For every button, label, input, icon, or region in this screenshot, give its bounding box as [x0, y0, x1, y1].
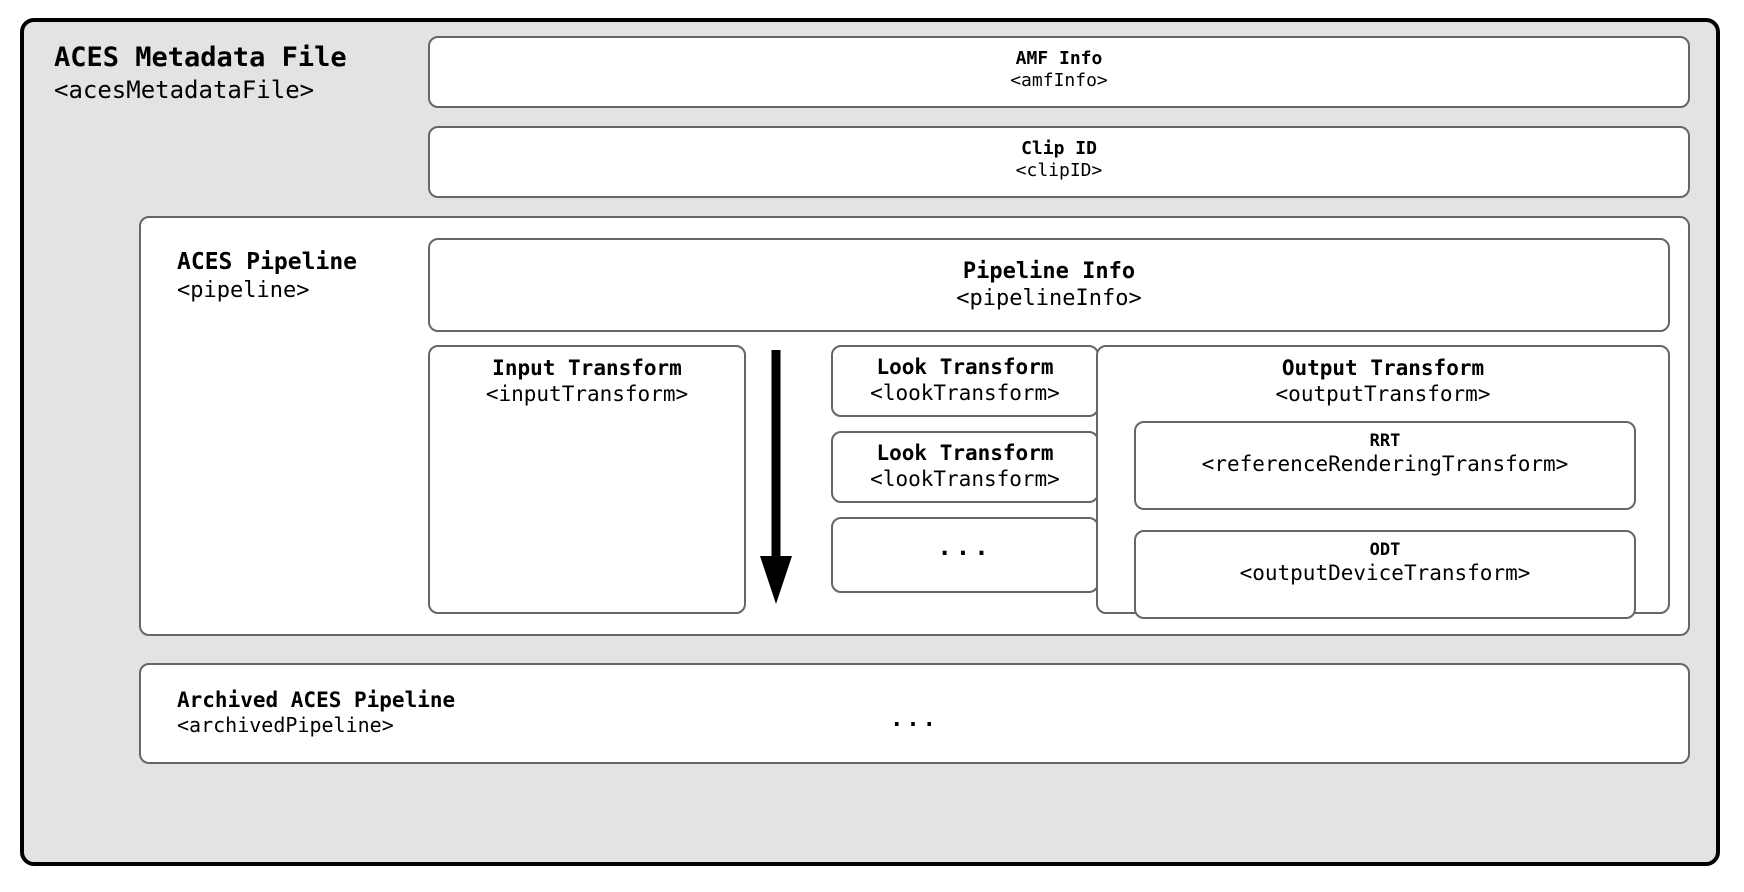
- root-tag: <acesMetadataFile>: [54, 75, 315, 104]
- pipeline-info-content: Pipeline Info <pipelineInfo>: [430, 259, 1668, 313]
- output-transform-content: Output Transform <outputTransform>: [1098, 356, 1668, 407]
- pipeline-tag: <pipeline>: [177, 277, 310, 303]
- input-transform-title: Input Transform: [492, 356, 682, 380]
- output-transform-tag: <outputTransform>: [1275, 381, 1491, 406]
- archived-pipeline-box[interactable]: Archived ACES Pipeline <archivedPipeline…: [139, 663, 1690, 764]
- odt-box[interactable]: ODT <outputDeviceTransform>: [1134, 530, 1636, 619]
- look-transform-1-tag: <lookTransform>: [870, 380, 1060, 405]
- rrt-box[interactable]: RRT <referenceRenderingTransform>: [1134, 421, 1636, 510]
- look-transform-box-more[interactable]: ...: [831, 517, 1099, 593]
- look-transform-2-title: Look Transform: [876, 441, 1054, 465]
- amf-info-title: AMF Info: [1015, 48, 1103, 69]
- clip-id-content: Clip ID <clipID>: [430, 138, 1688, 182]
- pipeline-info-title: Pipeline Info: [962, 259, 1136, 284]
- rrt-content: RRT <referenceRenderingTransform>: [1136, 431, 1634, 477]
- look-transform-column: Look Transform <lookTransform> Look Tran…: [831, 345, 1099, 614]
- input-transform-tag: <inputTransform>: [485, 381, 689, 406]
- rrt-tag: <referenceRenderingTransform>: [1201, 451, 1569, 476]
- archived-pipeline-label: Archived ACES Pipeline <archivedPipeline…: [177, 687, 455, 738]
- aces-metadata-file-frame: ACES Metadata File <acesMetadataFile> AM…: [20, 18, 1720, 866]
- flow-arrow-down-icon: [756, 348, 796, 608]
- look-transform-more-content: ...: [833, 533, 1097, 561]
- clip-id-title: Clip ID: [1021, 138, 1097, 159]
- amf-info-content: AMF Info <amfInfo>: [430, 48, 1688, 92]
- pipeline-info-box[interactable]: Pipeline Info <pipelineInfo>: [428, 238, 1670, 332]
- pipeline-title: ACES Pipeline: [177, 249, 358, 275]
- output-transform-title: Output Transform: [1281, 356, 1485, 380]
- aces-pipeline-box[interactable]: ACES Pipeline <pipeline> Pipeline Info <…: [139, 216, 1690, 636]
- amf-info-box[interactable]: AMF Info <amfInfo>: [428, 36, 1690, 108]
- look-transform-2-content: Look Transform <lookTransform>: [833, 441, 1097, 492]
- amf-info-tag: <amfInfo>: [1010, 69, 1108, 91]
- archived-pipeline-tag: <archivedPipeline>: [177, 713, 394, 738]
- look-transform-2-tag: <lookTransform>: [870, 466, 1060, 491]
- odt-tag: <outputDeviceTransform>: [1239, 560, 1531, 585]
- odt-title: ODT: [1369, 540, 1401, 560]
- archived-pipeline-title: Archived ACES Pipeline: [177, 688, 456, 712]
- root-label: ACES Metadata File <acesMetadataFile>: [54, 42, 434, 105]
- root-title: ACES Metadata File: [54, 42, 347, 73]
- input-transform-content: Input Transform <inputTransform>: [430, 356, 744, 407]
- rrt-title: RRT: [1369, 431, 1401, 451]
- clip-id-tag: <clipID>: [1015, 159, 1103, 181]
- look-transform-1-title: Look Transform: [876, 355, 1054, 379]
- output-transform-box[interactable]: Output Transform <outputTransform> RRT <…: [1096, 345, 1670, 619]
- pipeline-info-tag: <pipelineInfo>: [956, 285, 1142, 311]
- archived-pipeline-ellipsis: ...: [890, 707, 939, 732]
- look-transform-ellipsis: ...: [937, 533, 993, 561]
- input-transform-box[interactable]: Input Transform <inputTransform>: [428, 345, 746, 614]
- look-transform-1-content: Look Transform <lookTransform>: [833, 355, 1097, 406]
- odt-content: ODT <outputDeviceTransform>: [1136, 540, 1634, 586]
- pipeline-label: ACES Pipeline <pipeline>: [177, 248, 437, 304]
- look-transform-box-1[interactable]: Look Transform <lookTransform>: [831, 345, 1099, 417]
- look-transform-box-2[interactable]: Look Transform <lookTransform>: [831, 431, 1099, 503]
- clip-id-box[interactable]: Clip ID <clipID>: [428, 126, 1690, 198]
